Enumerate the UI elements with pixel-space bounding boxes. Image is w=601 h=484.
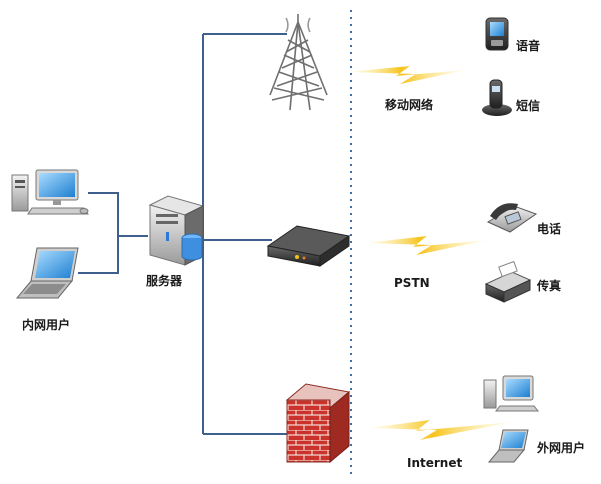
firewall-icon [285, 383, 351, 464]
radio-tower-icon [269, 14, 328, 111]
link-pc-to-junction [88, 192, 119, 236]
mobile-network-label: 移动网络 [385, 98, 434, 112]
voice-label: 语音 [516, 39, 541, 53]
external-desktop-icon [483, 375, 540, 412]
server-label: 服务器 [146, 274, 183, 288]
internet-label: Internet [407, 456, 463, 470]
lightning-bolt-mobile [348, 66, 466, 84]
server-icon [148, 195, 205, 266]
external-users-label: 外网用户 [537, 441, 586, 455]
internal-users-label: 内网用户 [22, 318, 71, 332]
link-laptop-to-junction [78, 236, 119, 274]
phone-label: 电话 [537, 222, 562, 236]
laptop-icon [15, 247, 79, 299]
desk-phone-icon [486, 203, 538, 233]
cordless-phone-icon [482, 79, 512, 116]
lightning-bolt-pstn [365, 236, 488, 255]
gateway-device-icon [266, 225, 351, 267]
mobile-phone-icon [485, 17, 509, 51]
external-laptop-icon [487, 429, 529, 463]
pstn-label: PSTN [394, 276, 430, 290]
fax-machine-icon [484, 260, 532, 303]
desktop-computer-icon [11, 169, 89, 215]
lightning-bolt-internet [368, 420, 512, 440]
sms-label: 短信 [516, 99, 541, 113]
fax-label: 传真 [537, 279, 562, 293]
